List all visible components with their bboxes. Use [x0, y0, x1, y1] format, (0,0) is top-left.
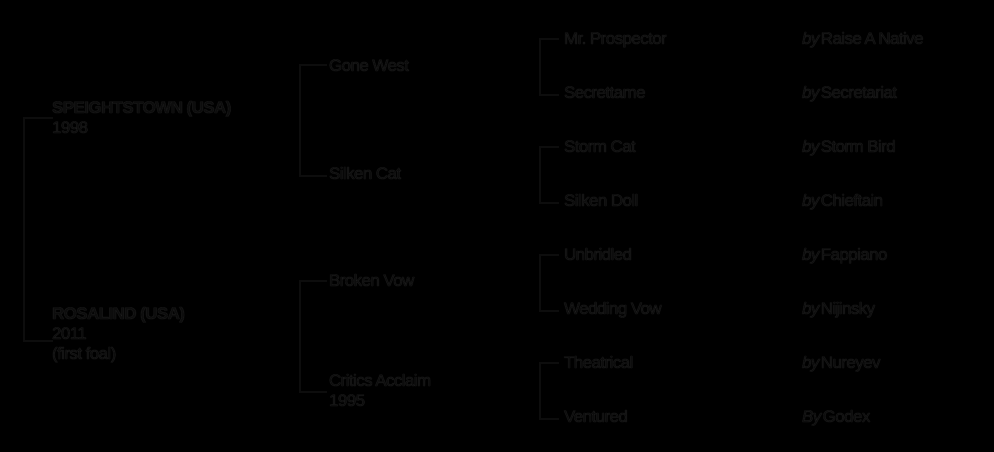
sire-entry: SPEIGHTSTOWN (USA) 1998 — [52, 98, 231, 138]
gen3-name: Storm Cat — [564, 137, 636, 156]
bracket-broken-vow-bottom-tick — [539, 310, 559, 312]
gen3-name: Secrettame — [564, 83, 646, 102]
gen3-name: Unbridled — [564, 245, 632, 264]
by-prefix: by — [802, 353, 819, 372]
bracket-gen1 — [23, 117, 25, 342]
bracket-silken-cat-top-tick — [539, 146, 559, 148]
bracket-sire-side — [299, 64, 301, 177]
bracket-dam-side — [299, 280, 301, 393]
sire-year: 1998 — [52, 118, 88, 137]
gen3-sire-name: Storm Bird — [820, 137, 896, 156]
gen3-sire-name: Fappiano — [820, 245, 888, 264]
dam-year: 2011 — [52, 324, 87, 343]
gen3-sire-name: Godex — [822, 407, 871, 426]
gen3-name: Wedding Vow — [564, 299, 662, 318]
dam-sire-name: Broken Vow — [329, 271, 414, 290]
by-prefix: by — [802, 299, 819, 318]
dam-dam-entry: Critics Acclaim 1995 — [329, 371, 431, 411]
bracket-broken-vow — [539, 254, 541, 312]
bracket-gen1-top-tick — [23, 117, 53, 119]
by-prefix: By — [802, 407, 821, 426]
sire-sire-name: Gone West — [329, 56, 409, 75]
sire-name: SPEIGHTSTOWN (USA) — [52, 98, 231, 117]
bracket-gen1-bottom-tick — [23, 340, 53, 342]
gen3-name: Mr. Prospector — [564, 29, 667, 48]
bracket-broken-vow-top-tick — [539, 254, 559, 256]
dam-dam-name: Critics Acclaim — [329, 371, 431, 390]
bracket-sire-side-top-tick — [299, 64, 327, 66]
bracket-sire-side-bottom-tick — [299, 175, 327, 177]
bracket-silken-cat-bottom-tick — [539, 202, 559, 204]
dam-note: (first foal) — [52, 344, 116, 363]
bracket-gone-west-top-tick — [539, 38, 559, 40]
gen3-name: Ventured — [564, 407, 628, 426]
by-prefix: by — [802, 137, 819, 156]
by-prefix: by — [802, 29, 819, 48]
gen3-sire-name: Nureyev — [820, 353, 881, 372]
bracket-critics-acclaim-top-tick — [539, 362, 559, 364]
by-prefix: by — [802, 191, 819, 210]
bracket-critics-acclaim — [539, 362, 541, 420]
by-prefix: by — [802, 83, 819, 102]
by-prefix: by — [802, 245, 819, 264]
gen3-name: Theatrical — [564, 353, 633, 372]
gen3-sire-name: Raise A Native — [820, 29, 924, 48]
dam-name: ROSALIND (USA) — [52, 304, 185, 323]
sire-dam-name: Silken Cat — [329, 164, 401, 183]
dam-entry: ROSALIND (USA) 2011 (first foal) — [52, 304, 185, 364]
bracket-dam-side-bottom-tick — [299, 391, 327, 393]
bracket-silken-cat — [539, 146, 541, 204]
bracket-gone-west-bottom-tick — [539, 94, 559, 96]
dam-dam-year: 1995 — [329, 391, 365, 410]
gen3-sire-name: Secretariat — [820, 83, 897, 102]
bracket-dam-side-top-tick — [299, 280, 327, 282]
bracket-critics-acclaim-bottom-tick — [539, 418, 559, 420]
gen3-name: Silken Doll — [564, 191, 638, 210]
bracket-gone-west — [539, 38, 541, 96]
gen3-sire-name: Nijinsky — [820, 299, 875, 318]
gen3-sire-name: Chieftain — [820, 191, 883, 210]
